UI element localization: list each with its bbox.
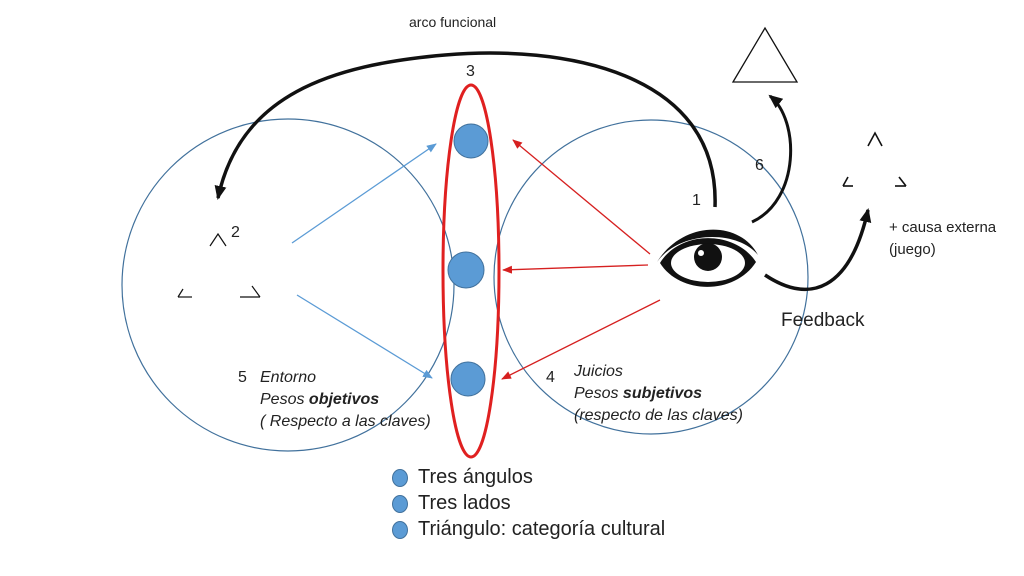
number-3: 3 — [466, 63, 475, 80]
blue-arrow-down — [296, 294, 433, 379]
external-cause-label: + causa externa (juego) — [889, 217, 996, 261]
blue-arrow-up — [291, 143, 437, 244]
left-circle — [121, 118, 455, 452]
arrow-to-triangle — [751, 94, 793, 224]
number-1: 1 — [692, 192, 701, 209]
external-cause-line2: (juego) — [889, 241, 936, 258]
number-4: 4 — [546, 369, 555, 386]
red-arrow-middle — [502, 264, 649, 274]
feedback-label: Feedback — [781, 310, 865, 331]
number-6: 6 — [755, 157, 764, 174]
legend-item: Tres lados — [392, 492, 511, 515]
objective-weights-label: Pesos objetivos — [260, 391, 380, 408]
legend-dot-icon — [392, 520, 408, 539]
red-arrow-down — [501, 299, 661, 380]
feedback-arrow — [764, 208, 872, 291]
juicios-label: Juicios — [574, 363, 623, 380]
number-2: 2 — [231, 224, 240, 241]
legend-item: Tres ángulos — [392, 466, 533, 489]
legend-label: Tres lados — [418, 492, 511, 514]
right-keys-note: (respecto de las claves) — [574, 407, 743, 424]
right-circle — [493, 119, 809, 435]
eye-icon — [657, 229, 758, 287]
number-5: 5 — [238, 369, 247, 386]
subjective-weights-label: Pesos subjetivos — [574, 385, 703, 402]
left-circle-text: Entorno Pesos objetivos ( Respecto a las… — [260, 367, 431, 433]
legend-dot-icon — [392, 468, 408, 487]
red-arrow-up — [512, 139, 651, 255]
legend-item: Triángulo: categoría cultural — [392, 518, 665, 541]
entorno-label: Entorno — [260, 369, 317, 386]
angles-icon — [842, 131, 907, 187]
ellipse-dot-top — [453, 123, 489, 159]
red-ellipse — [441, 83, 501, 459]
external-cause-line1: + causa externa — [889, 219, 997, 236]
right-circle-text: Juicios Pesos subjetivos (respecto de la… — [574, 361, 743, 427]
legend-dot-icon — [392, 494, 408, 513]
full-triangle-icon — [731, 26, 799, 83]
left-keys-note: ( Respecto a las claves) — [260, 413, 431, 430]
functional-arc — [214, 51, 717, 208]
functional-arc-label: arco funcional — [409, 14, 497, 30]
legend-label: Tres ángulos — [418, 466, 533, 488]
partial-triangle-icon — [177, 232, 261, 298]
legend-label: Triángulo: categoría cultural — [418, 518, 666, 540]
ellipse-dot-bottom — [450, 361, 486, 397]
ellipse-dot-middle — [447, 251, 485, 289]
